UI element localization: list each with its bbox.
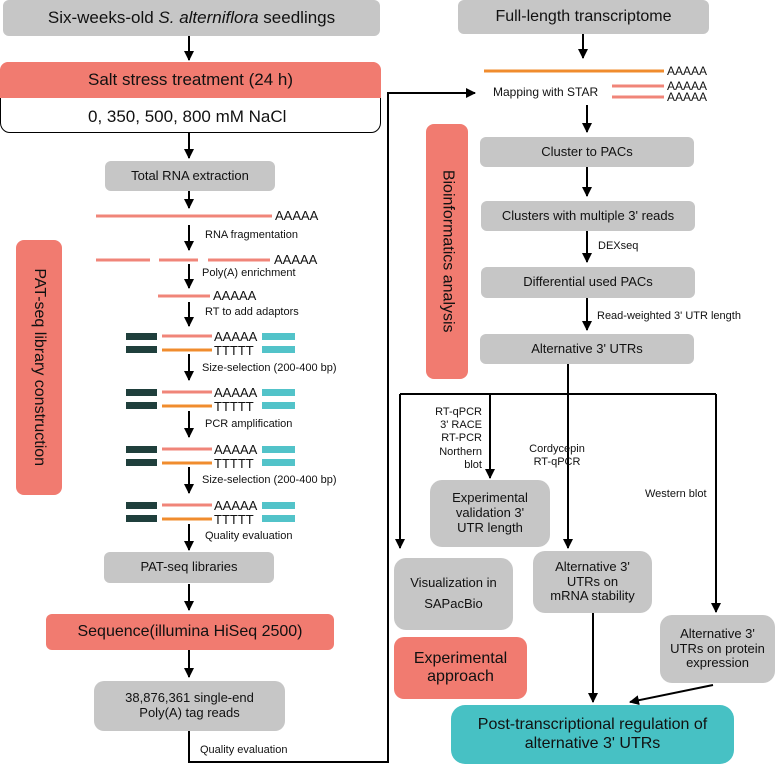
polyt-tail-set4: TTTTT (214, 512, 254, 527)
polya-tail-set1: AAAAA (214, 329, 258, 344)
rna-extraction-label: Total RNA extraction (131, 167, 249, 183)
pat-seq-side-text: PAT-seq library construction (31, 268, 49, 467)
seedlings-title-prefix: Six-weeks-old (47, 8, 159, 28)
adaptor-set-1 (126, 333, 295, 353)
final-box: Post-transcriptional regulation of alter… (451, 705, 734, 764)
protein-line2: UTRs on protein (670, 640, 765, 656)
polya-enrichment-label: Poly(A) enrichment (202, 267, 296, 279)
seedlings-species: S. alterniflora (158, 8, 259, 28)
method-rtqpcr-2: RT-qPCR (533, 456, 581, 469)
methods-2: Cordycepin RT-qPCR (528, 443, 586, 469)
final-line1: Post-transcriptional regulation of (477, 716, 708, 734)
diff-pacs-box: Differential used PACs (481, 267, 695, 298)
pat-libraries-label: PAT-seq libraries (140, 559, 238, 575)
final-line2: alternative 3' UTRs (524, 734, 661, 752)
polyt-tail-set2: TTTTT (214, 399, 254, 414)
mrna-line1: Alternative 3' (555, 558, 630, 574)
size-selection-1-label: Size-selection (200-400 bp) (202, 362, 337, 374)
clusters-multi-box: Clusters with multiple 3' reads (481, 201, 695, 231)
exp-approach-line2: approach (427, 668, 494, 685)
salt-stress-box: Salt stress treatment (24 h) (0, 62, 381, 98)
bioinformatics-side-text: Bioinformatics analysis (439, 170, 457, 333)
visualization-box: Visualization in SAPacBio (394, 558, 513, 630)
seedlings-box: Six-weeks-old S. alterniflora seedlings (3, 0, 380, 36)
clusters-multi-label: Clusters with multiple 3' reads (501, 207, 675, 223)
visualization-line1: Visualization in (410, 575, 497, 591)
read-weighted-label: Read-weighted 3' UTR length (597, 310, 741, 322)
transcript-polya-2: AAAAA (667, 79, 708, 93)
mrna-stability-box: Alternative 3' UTRs on mRNA stability (533, 551, 652, 613)
polya-tail-set3: AAAAA (214, 442, 258, 457)
visualization-line2: SAPacBio (424, 596, 483, 611)
method-northern: Northern blot (439, 445, 482, 471)
validation-line3: UTR length (457, 519, 523, 535)
quality-evaluation-label: Quality evaluation (205, 530, 293, 542)
quality-connector (188, 88, 476, 763)
method-rtqpcr: RT-qPCR (435, 406, 482, 418)
bioinformatics-side-label: Bioinformatics analysis (426, 124, 468, 379)
transcript-polya-3: AAAAA (667, 90, 708, 104)
polya-tail-2: AAAAA (274, 252, 318, 267)
polya-tail-set4: AAAAA (214, 498, 258, 513)
diff-pacs-label: Differential used PACs (523, 274, 653, 290)
fragment-lines (96, 214, 272, 298)
mrna-line3: mRNA stability (550, 588, 635, 604)
methods-1: RT-qPCR 3' RACE RT-PCR Northern blot (426, 406, 482, 472)
rna-fragmentation-label: RNA fragmentation (205, 229, 298, 241)
dexseq-label: DEXseq (598, 240, 639, 252)
protein-line3: expression (686, 655, 749, 671)
validation-box: Experimental validation 3' UTR length (430, 480, 550, 547)
alt-utrs-box: Alternative 3' UTRs (480, 334, 694, 364)
pcr-label: PCR amplification (205, 418, 293, 430)
mrna-line2: UTRs on (566, 573, 619, 589)
pat-libraries-box: PAT-seq libraries (104, 552, 274, 583)
rt-adaptors-label: RT to add adaptors (205, 306, 299, 318)
validation-line2: validation 3' (455, 505, 525, 521)
polyt-tail-set1: TTTTT (214, 343, 254, 358)
seedlings-title-suffix: seedlings (258, 8, 336, 28)
protein-expression-box: Alternative 3' UTRs on protein expressio… (660, 615, 775, 683)
reads-line2: Poly(A) tag reads (139, 705, 240, 720)
reads-line1: 38,876,361 single-end (125, 690, 254, 706)
method-western: Western blot (645, 488, 707, 500)
exp-approach-line1: Experimental (413, 649, 508, 667)
polya-tail-set2: AAAAA (214, 385, 258, 400)
cluster-pacs-box: Cluster to PACs (480, 137, 694, 167)
method-3race: 3' RACE (440, 419, 482, 432)
adaptor-set-2 (126, 389, 295, 409)
size-selection-2-label: Size-selection (200-400 bp) (202, 474, 337, 486)
branch-trunk (567, 364, 716, 395)
polya-tail-1: AAAAA (275, 208, 319, 223)
cluster-pacs-label: Cluster to PACs (541, 143, 633, 159)
adaptor-set-4 (126, 502, 295, 522)
quality-evaluation-2-label: Quality evaluation (200, 744, 288, 756)
validation-line1: Experimental (452, 490, 528, 506)
alt-utrs-label: Alternative 3' UTRs (531, 340, 643, 356)
method-rtpcr: RT-PCR (441, 432, 482, 445)
salt-stress-label: Salt stress treatment (24 h) (87, 70, 294, 90)
sequence-box: Sequence(illumina HiSeq 2500) (46, 614, 334, 650)
protein-line1: Alternative 3' (680, 625, 755, 641)
transcript-polya-1: AAAAA (667, 64, 708, 78)
experimental-approach-box: Experimental approach (394, 637, 527, 699)
polya-tail-3: AAAAA (213, 288, 257, 303)
polyt-tail-set3: TTTTT (214, 456, 254, 471)
fulllength-label: Full-length transcriptome (495, 7, 672, 25)
reads-box: 38,876,361 single-end Poly(A) tag reads (94, 681, 285, 731)
fulllength-box: Full-length transcriptome (458, 0, 709, 34)
transcript-lines (484, 69, 664, 99)
sequence-label: Sequence(illumina HiSeq 2500) (77, 622, 303, 640)
method-cordycepin: Cordycepin (529, 443, 585, 455)
pat-seq-side-label: PAT-seq library construction (16, 240, 62, 495)
nacl-label: 0, 350, 500, 800 mM NaCl (88, 107, 287, 126)
rna-extraction-box: Total RNA extraction (105, 161, 275, 191)
arrow-protein-to-final (629, 684, 714, 706)
mapping-label: Mapping with STAR (493, 85, 599, 99)
adaptor-set-3 (126, 446, 295, 466)
